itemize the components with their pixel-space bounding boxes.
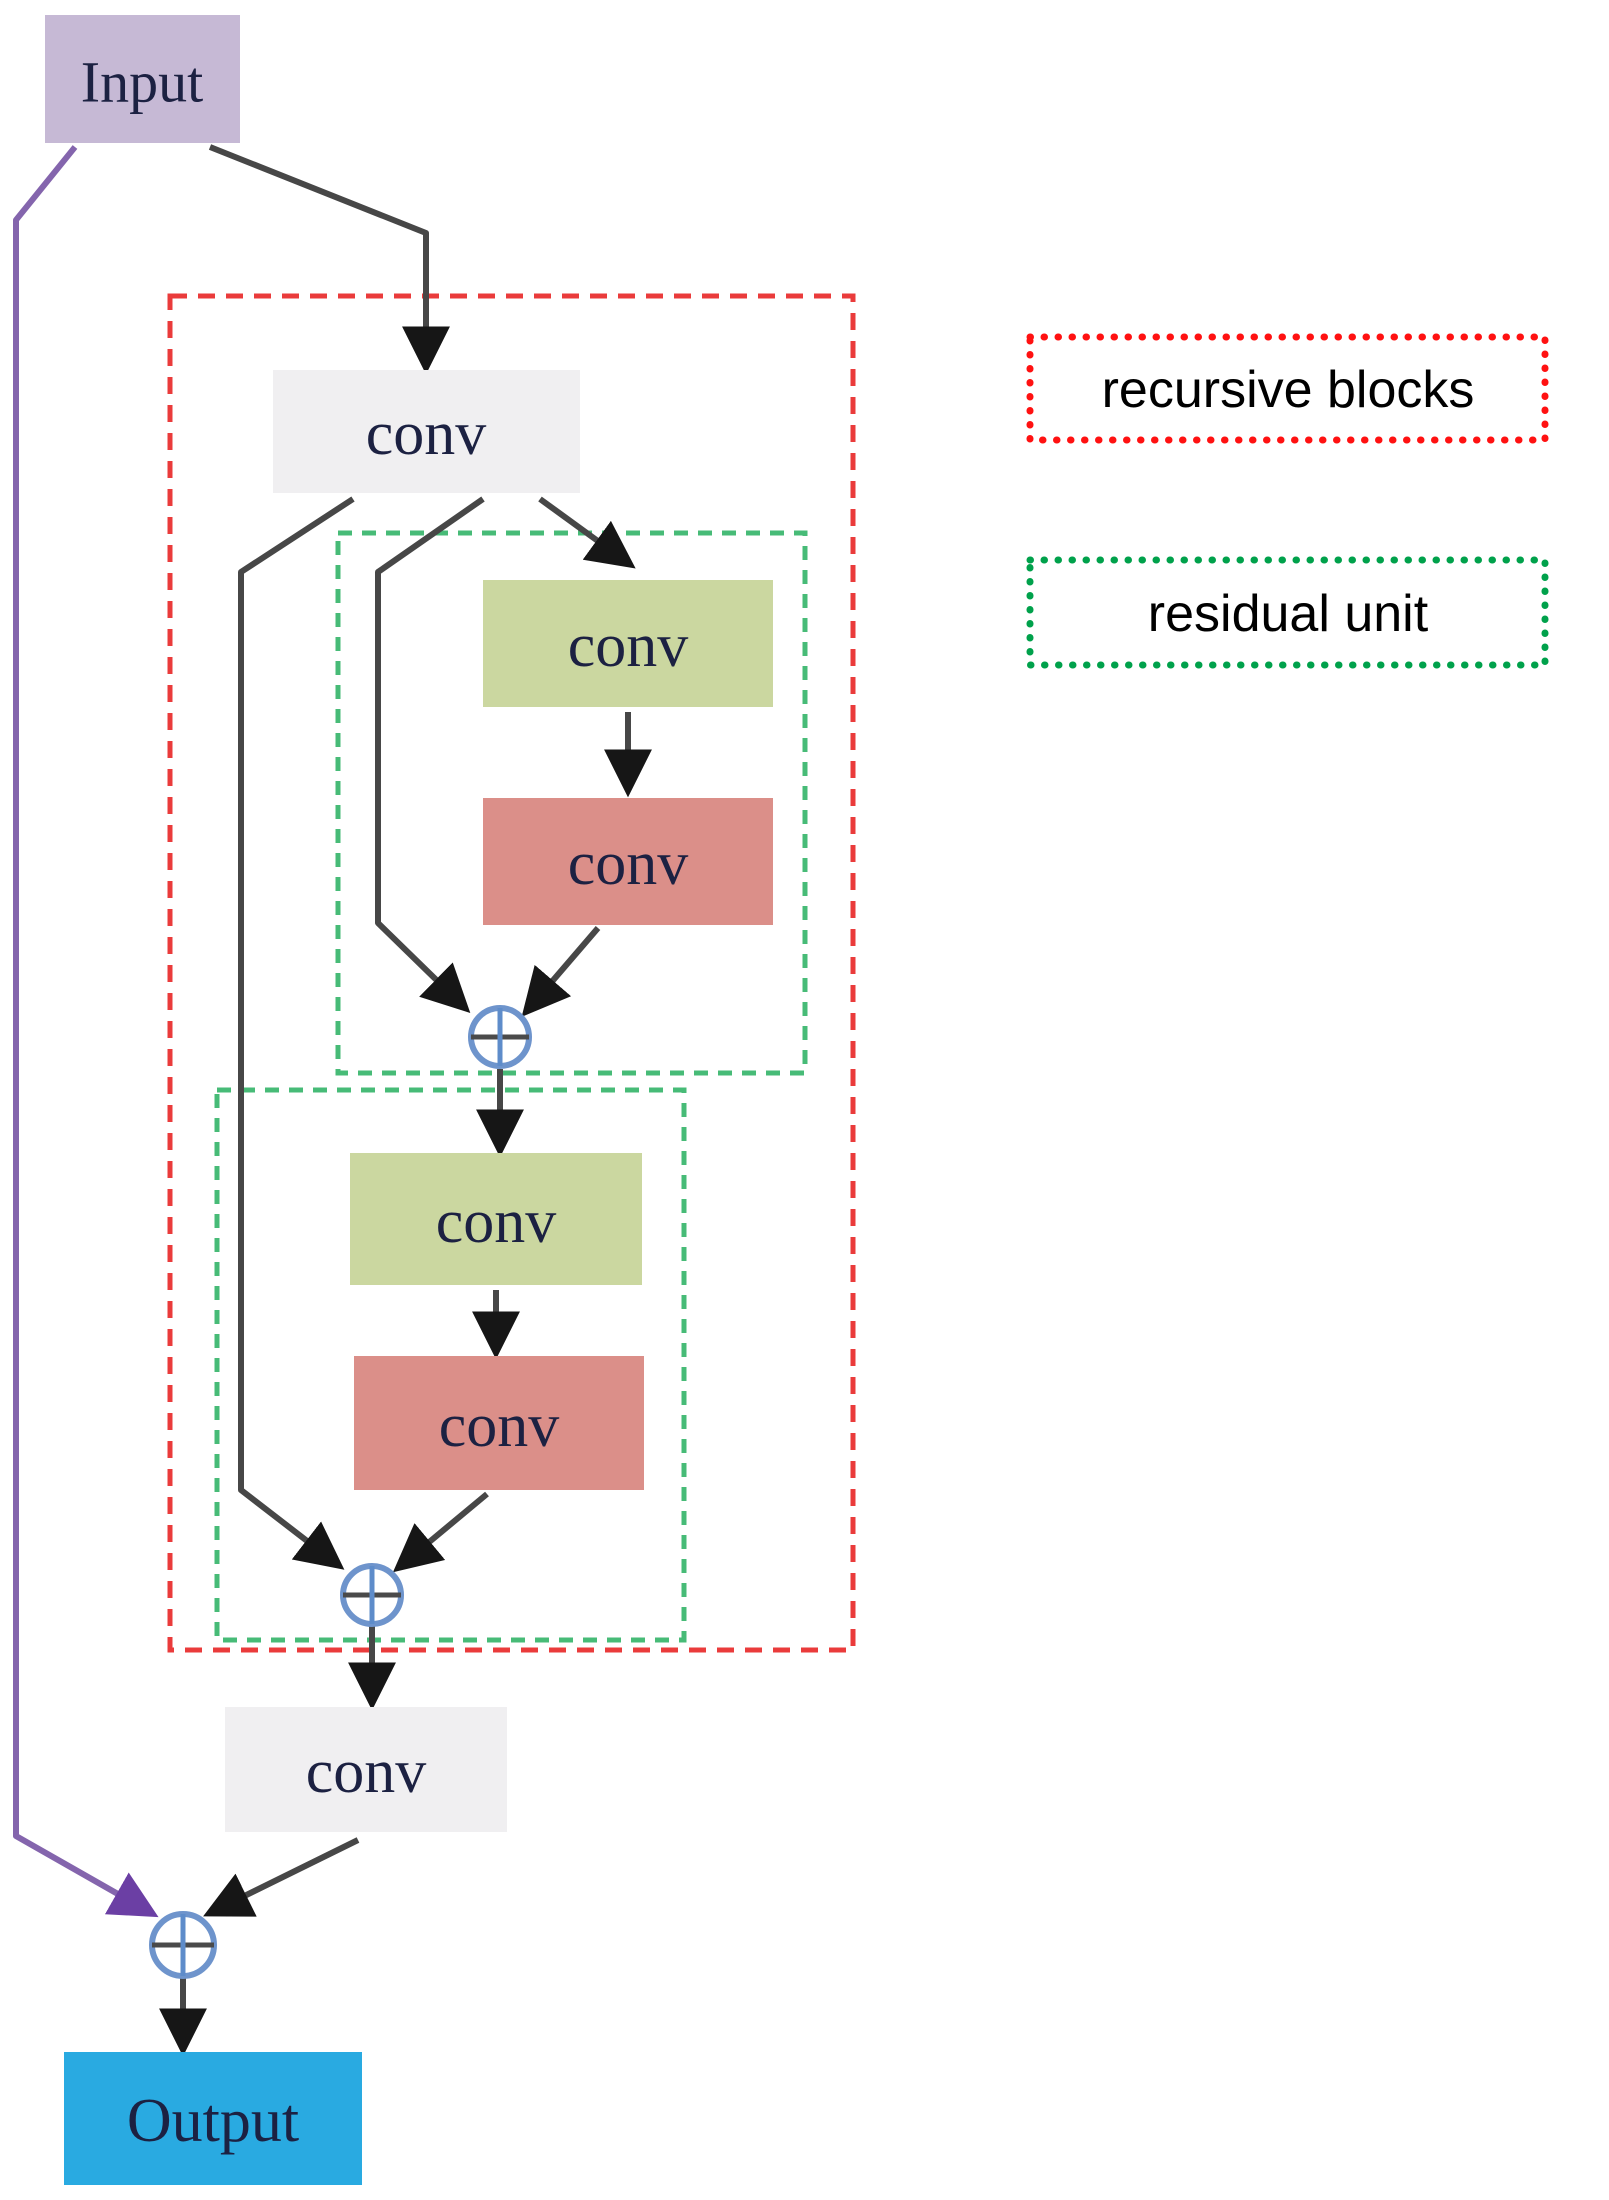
recursive-blocks-region: [167, 293, 856, 1653]
output-node: Output: [64, 2052, 362, 2185]
ru2-conv1-node: conv: [350, 1153, 642, 1285]
last-conv-label: conv: [306, 1738, 427, 1806]
ru1-conv1-node: conv: [483, 580, 773, 707]
first-conv-node: conv: [273, 370, 580, 493]
ru1-identity-line: [375, 496, 485, 1014]
ru1-conv2-label: conv: [568, 830, 689, 898]
ru2-conv2-label: conv: [439, 1392, 560, 1460]
legend-recursive-blocks: recursive blocks: [1026, 333, 1549, 444]
add-operator-3: [149, 1911, 217, 1979]
last-conv-box: [225, 1707, 507, 1832]
input-box: [45, 15, 240, 143]
ru2-conv2-node: conv: [354, 1356, 644, 1490]
legend-residual-unit: residual unit: [1026, 556, 1549, 669]
ru1-conv2-box: [483, 798, 773, 925]
legend-residual-unit-border: [1026, 556, 1549, 669]
conv-to-ru1-arrow: [538, 496, 636, 569]
add-operator-2: [340, 1563, 404, 1627]
legend-residual-unit-label: residual unit: [1148, 585, 1429, 643]
ru2-conv2-box: [354, 1356, 644, 1490]
input-node: Input: [45, 15, 240, 143]
ru2-conv1-label: conv: [436, 1188, 557, 1256]
conv-to-add3-arrow: [203, 1837, 360, 1917]
legend-recursive-blocks-label: recursive blocks: [1102, 361, 1475, 419]
input-label: Input: [81, 50, 203, 115]
input-to-conv-arrow: [208, 144, 450, 375]
ru1-conv-to-add1-arrow: [521, 926, 601, 1017]
first-conv-label: conv: [366, 400, 487, 468]
ru1-conv2-node: conv: [483, 798, 773, 925]
ru2-conv1-box: [350, 1153, 642, 1285]
last-conv-node: conv: [225, 1707, 507, 1832]
ru2-identity-line: [238, 496, 355, 1570]
input-skip-connection: [13, 145, 159, 1918]
ru1-conv1-label: conv: [568, 612, 689, 680]
residual-unit-2-region: [214, 1087, 687, 1643]
ru1-conv1-box: [483, 580, 773, 707]
add-operator-1: [468, 1005, 532, 1069]
ru2-conv-to-add2-arrow: [392, 1491, 489, 1573]
output-box: [64, 2052, 362, 2185]
first-conv-box: [273, 370, 580, 493]
output-label: Output: [127, 2087, 299, 2155]
